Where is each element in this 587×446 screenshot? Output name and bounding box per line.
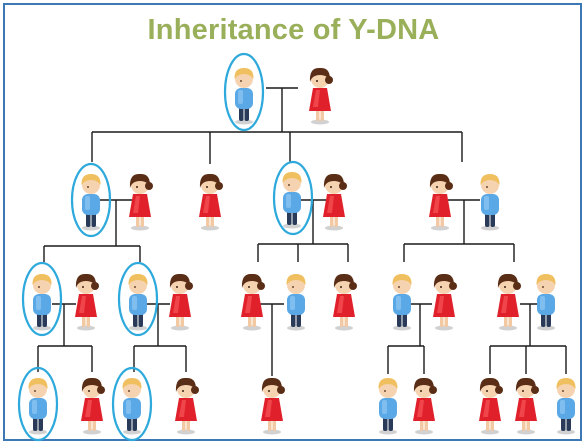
female-figure bbox=[199, 173, 223, 231]
y-dna-highlight-ring bbox=[223, 52, 265, 132]
connector-lines bbox=[37, 87, 567, 376]
female-figure bbox=[309, 67, 333, 125]
y-dna-highlight-ring bbox=[70, 162, 112, 238]
male-figure bbox=[234, 68, 254, 125]
female-figure bbox=[497, 273, 521, 331]
male-figure bbox=[536, 274, 556, 331]
y-dna-highlight-ring bbox=[21, 261, 63, 337]
female-figure bbox=[175, 377, 199, 435]
highlight-rings bbox=[17, 52, 314, 442]
male-figure bbox=[282, 172, 302, 229]
male-figure bbox=[28, 378, 48, 435]
female-figure bbox=[261, 377, 285, 435]
male-figure bbox=[556, 378, 576, 435]
y-dna-highlight-ring bbox=[111, 366, 153, 442]
male-figure bbox=[32, 274, 52, 331]
female-figure bbox=[169, 273, 193, 331]
female-figure bbox=[323, 173, 347, 231]
male-figure bbox=[286, 274, 306, 331]
y-dna-highlight-ring bbox=[17, 366, 59, 442]
female-figure bbox=[413, 377, 437, 435]
female-figure bbox=[429, 173, 453, 231]
male-figure bbox=[122, 378, 142, 435]
female-figure bbox=[241, 273, 265, 331]
male-figure bbox=[392, 274, 412, 331]
male-figure bbox=[480, 174, 500, 231]
male-figure bbox=[128, 274, 148, 331]
diagram-title: Inheritance of Y-DNA bbox=[147, 14, 440, 46]
female-figure bbox=[433, 273, 457, 331]
male-figure bbox=[81, 174, 101, 231]
female-figure bbox=[333, 273, 357, 331]
y-dna-highlight-ring bbox=[272, 160, 314, 236]
female-figure bbox=[515, 377, 539, 435]
female-figure bbox=[75, 273, 99, 331]
female-figure bbox=[479, 377, 503, 435]
female-figure bbox=[81, 377, 105, 435]
female-figure bbox=[129, 173, 153, 231]
male-figure bbox=[378, 378, 398, 435]
y-dna-highlight-ring bbox=[117, 261, 159, 337]
